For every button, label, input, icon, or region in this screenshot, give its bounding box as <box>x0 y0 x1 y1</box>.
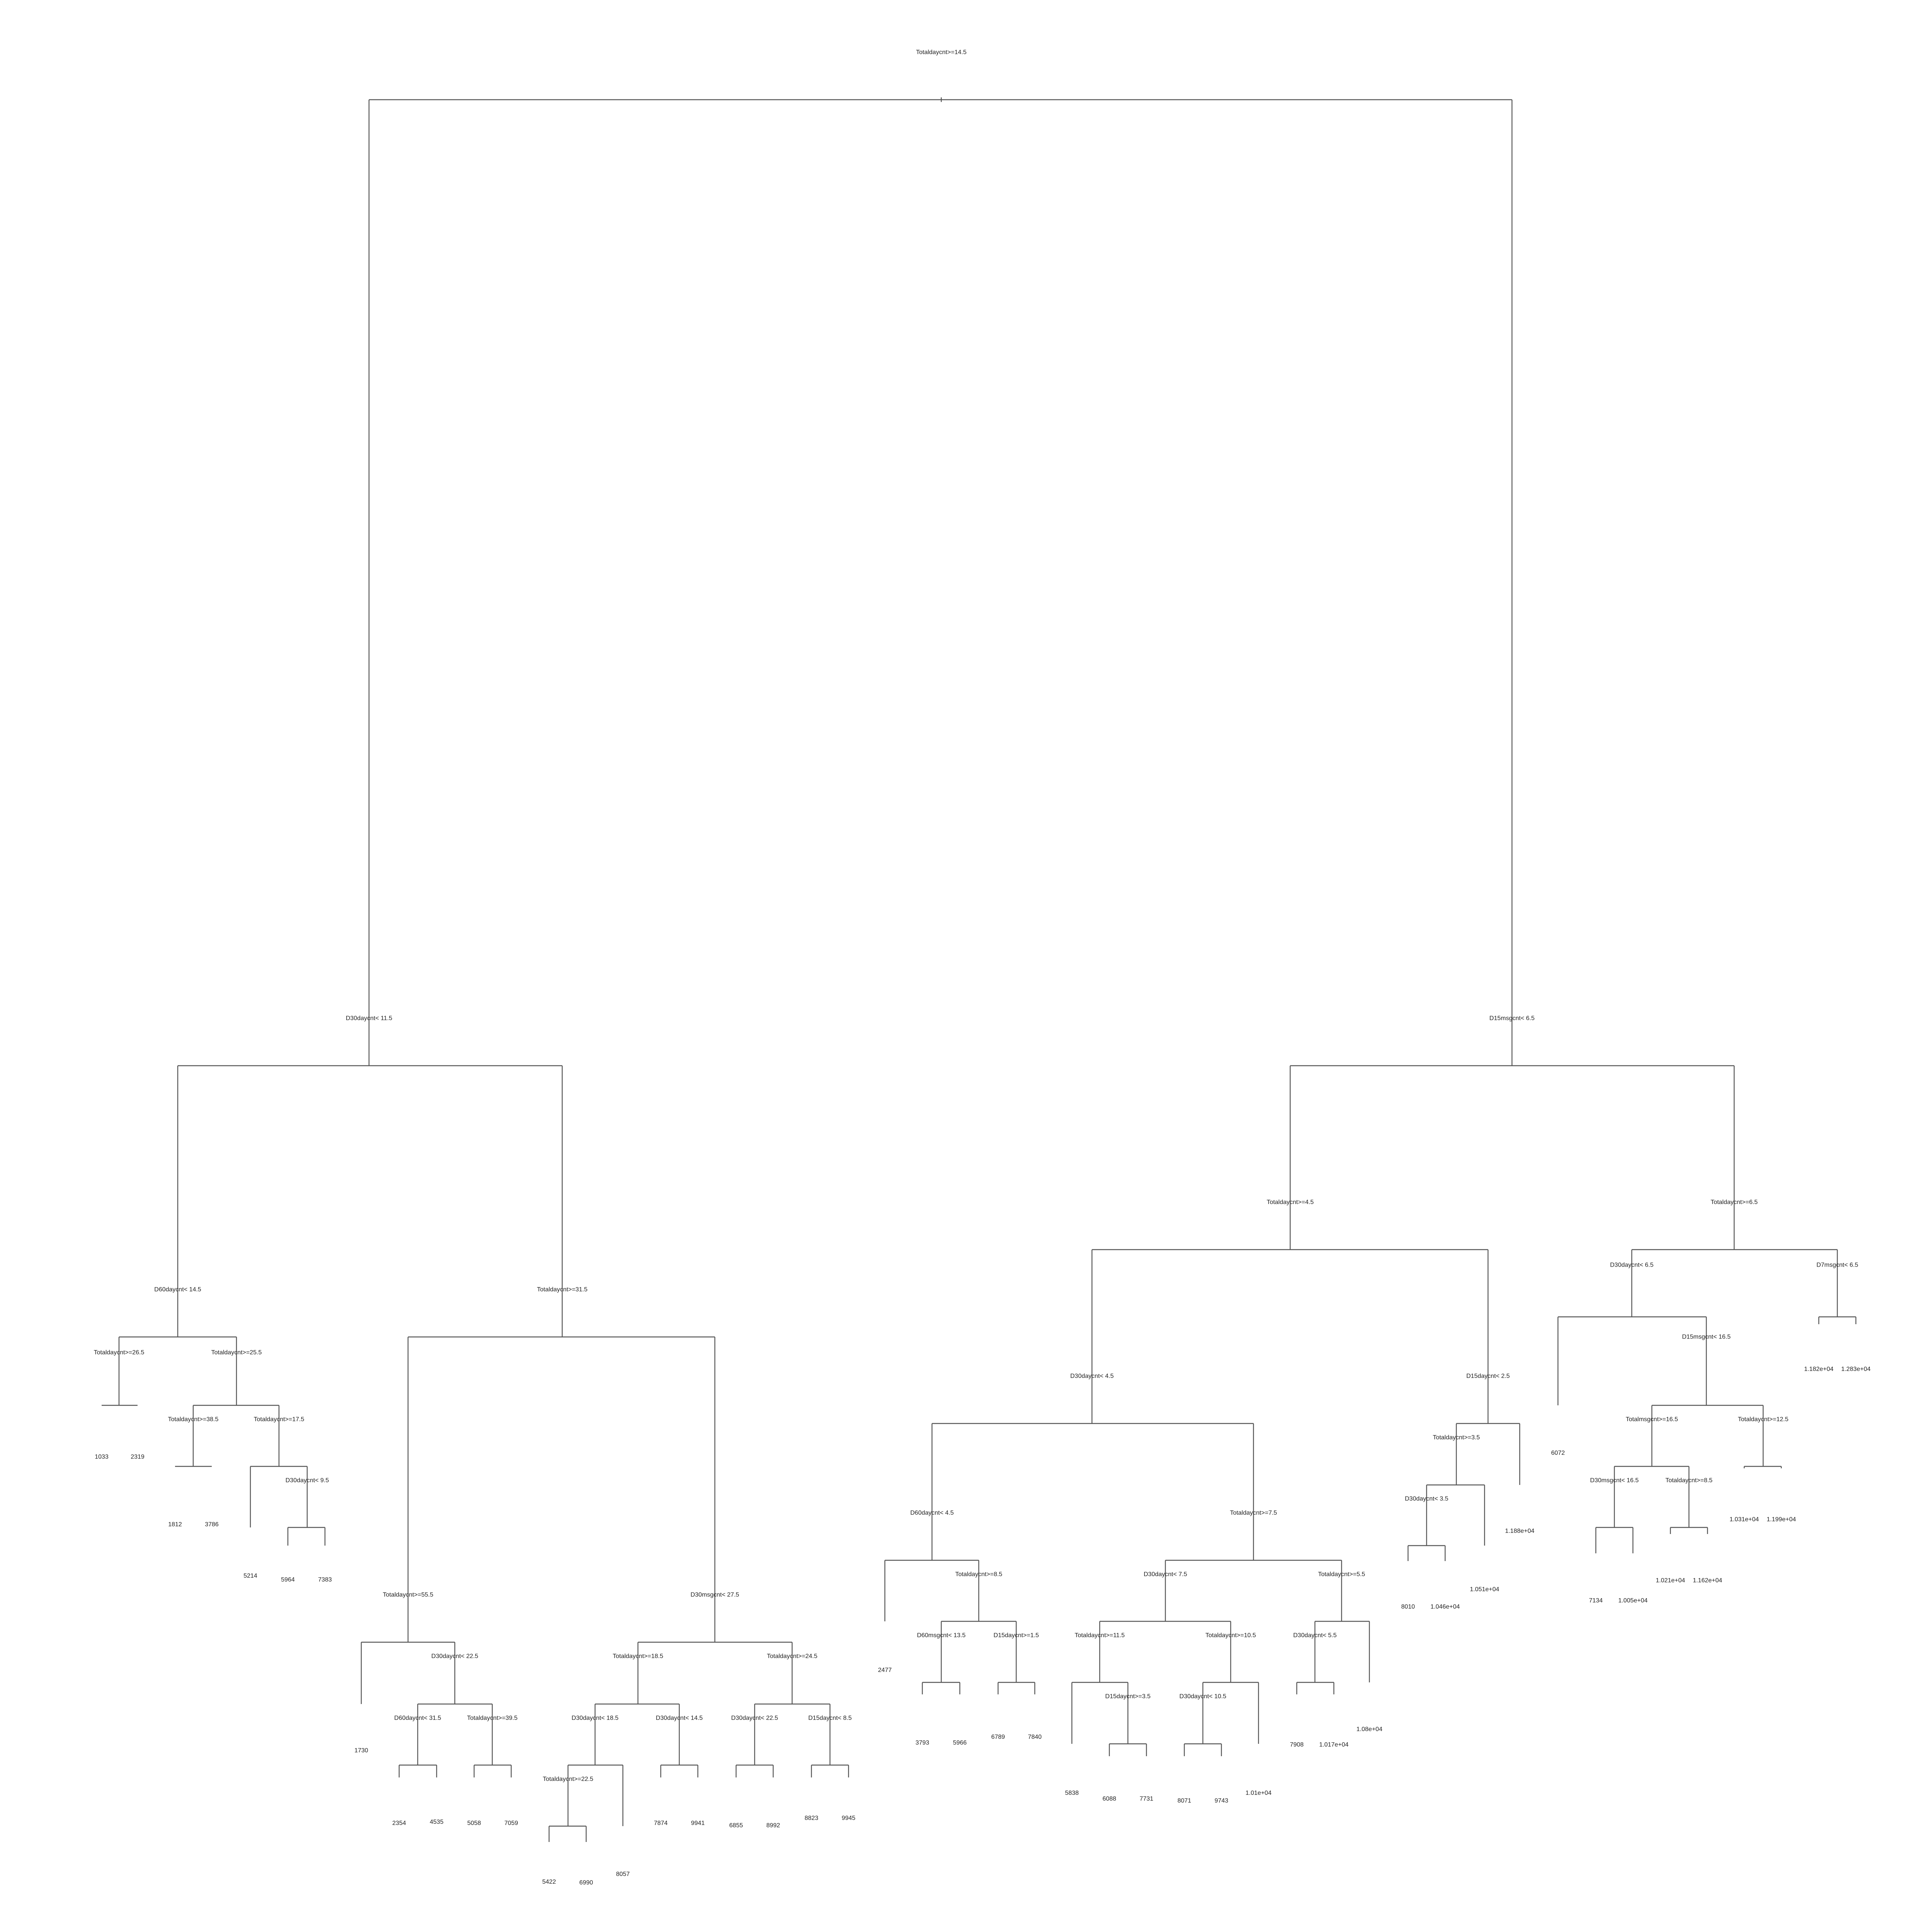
leaf-label-n234: 1.021e+04 <box>1656 1577 1685 1584</box>
leaf-label-n17: 2319 <box>131 1454 145 1460</box>
split-label-n3: D15msgcnt< 6.5 <box>1490 1015 1535 1022</box>
split-label-n47: D15daycnt< 8.5 <box>808 1715 852 1721</box>
split-label-n42: D60daycnt< 31.5 <box>394 1715 441 1721</box>
split-label-n1: Totaldaycnt>=14.5 <box>916 49 967 56</box>
leaf-label-n78: 5964 <box>281 1577 295 1583</box>
leaf-label-n16: 1033 <box>95 1454 109 1460</box>
split-label-n24: D60daycnt< 4.5 <box>910 1510 954 1516</box>
leaf-label-n105: 1.046e+04 <box>1430 1604 1460 1610</box>
split-label-n18: Totaldaycnt>=38.5 <box>168 1416 219 1423</box>
split-label-n29: D15msgcnt< 16.5 <box>1682 1333 1731 1340</box>
leaf-label-n176: 5422 <box>542 1879 556 1885</box>
leaf-label-n405: 9743 <box>1214 1798 1228 1804</box>
split-label-n117: Totaldaycnt>=8.5 <box>1665 1477 1713 1484</box>
leaf-label-n197: 5966 <box>953 1740 967 1746</box>
split-label-n58: Totalmsgcnt>=16.5 <box>1626 1416 1678 1423</box>
leaf-label-n27: 1.188e+04 <box>1505 1528 1534 1534</box>
split-label-n4: D60daycnt< 14.5 <box>154 1286 201 1293</box>
leaf-label-n28: 6072 <box>1551 1450 1565 1456</box>
split-label-n88: Totaldaycnt>=22.5 <box>543 1776 594 1782</box>
leaf-label-n205: 1.017e+04 <box>1319 1742 1349 1748</box>
split-label-n15: D7msgcnt< 6.5 <box>1816 1262 1858 1268</box>
split-label-n51: Totaldaycnt>=5.5 <box>1318 1571 1365 1578</box>
leaf-label-n119: 1.199e+04 <box>1767 1516 1796 1523</box>
split-label-n202: D30daycnt< 10.5 <box>1179 1693 1226 1700</box>
leaf-label-n95: 9945 <box>842 1815 855 1821</box>
split-label-n8: Totaldaycnt>=26.5 <box>94 1349 145 1356</box>
leaf-label-n20: 1730 <box>354 1747 368 1754</box>
leaf-label-n90: 7874 <box>654 1820 668 1827</box>
split-label-n11: D30msgcnt< 27.5 <box>690 1592 739 1598</box>
leaf-label-n84: 2354 <box>392 1820 406 1827</box>
split-label-n26: Totaldaycnt>=3.5 <box>1433 1434 1480 1441</box>
split-label-n25: Totaldaycnt>=7.5 <box>1230 1510 1277 1516</box>
leaf-label-n403: 7731 <box>1139 1796 1153 1802</box>
leaf-label-n79: 7383 <box>318 1577 332 1583</box>
split-label-n23: Totaldaycnt>=24.5 <box>767 1653 818 1660</box>
split-label-n45: D30daycnt< 14.5 <box>656 1715 703 1721</box>
leaf-label-n232: 7134 <box>1589 1597 1603 1604</box>
split-label-n101: Totaldaycnt>=10.5 <box>1206 1632 1256 1639</box>
split-label-n21: D30daycnt< 22.5 <box>431 1653 478 1660</box>
leaf-label-n235: 1.162e+04 <box>1693 1577 1722 1584</box>
split-label-n6: Totaldaycnt>=4.5 <box>1267 1199 1314 1206</box>
leaf-label-n233: 1.005e+04 <box>1618 1597 1648 1604</box>
leaf-label-n48: 2477 <box>878 1667 892 1673</box>
split-label-n43: Totaldaycnt>=39.5 <box>467 1715 518 1721</box>
leaf-label-n118: 1.031e+04 <box>1730 1516 1759 1523</box>
leaf-label-n53: 1.051e+04 <box>1470 1586 1499 1593</box>
split-label-n39: D30daycnt< 9.5 <box>286 1477 329 1484</box>
leaf-label-n85: 4535 <box>430 1819 444 1825</box>
leaf-label-n177: 6990 <box>579 1879 593 1886</box>
split-label-n22: Totaldaycnt>=18.5 <box>613 1653 663 1660</box>
split-label-n14: D30daycnt< 6.5 <box>1610 1262 1654 1268</box>
split-label-n12: D30daycnt< 4.5 <box>1070 1373 1114 1379</box>
split-label-n99: D15daycnt>=1.5 <box>993 1632 1039 1639</box>
leaf-label-n196: 3793 <box>915 1740 929 1746</box>
split-label-n2: D30daycnt< 11.5 <box>346 1015 392 1022</box>
split-label-n10: Totaldaycnt>=55.5 <box>383 1592 434 1598</box>
leaf-label-n200: 5838 <box>1065 1790 1079 1796</box>
leaf-label-n402: 6088 <box>1102 1796 1116 1802</box>
split-label-n102: D30daycnt< 5.5 <box>1293 1632 1337 1639</box>
split-label-n7: Totaldaycnt>=6.5 <box>1711 1199 1758 1206</box>
leaf-label-n199: 7840 <box>1028 1734 1042 1740</box>
split-label-n98: D60msgcnt< 13.5 <box>917 1632 966 1639</box>
leaf-label-n104: 8010 <box>1401 1604 1415 1610</box>
split-label-n13: D15daycnt< 2.5 <box>1466 1373 1510 1379</box>
leaf-label-n198: 6789 <box>991 1734 1005 1740</box>
split-label-n46: D30daycnt< 22.5 <box>731 1715 778 1721</box>
split-label-n50: D30daycnt< 7.5 <box>1144 1571 1187 1578</box>
leaf-label-n30: 1.182e+04 <box>1804 1366 1833 1372</box>
split-label-n49: Totaldaycnt>=8.5 <box>955 1571 1002 1578</box>
split-label-n44: D30daycnt< 18.5 <box>571 1715 619 1721</box>
leaf-label-n404: 8071 <box>1177 1798 1191 1804</box>
leaf-label-n94: 8823 <box>804 1815 818 1821</box>
leaf-label-n87: 7059 <box>504 1820 518 1827</box>
leaf-label-n93: 8992 <box>766 1822 780 1829</box>
split-label-n116: D30msgcnt< 16.5 <box>1590 1477 1639 1484</box>
leaf-label-n86: 5058 <box>467 1820 481 1827</box>
leaf-label-n37: 3786 <box>205 1521 219 1528</box>
split-label-n201: D15daycnt>=3.5 <box>1105 1693 1151 1700</box>
leaf-label-n204: 7908 <box>1290 1742 1304 1748</box>
leaf-label-n203: 1.01e+04 <box>1245 1790 1271 1796</box>
split-label-n100: Totaldaycnt>=11.5 <box>1075 1632 1125 1639</box>
split-label-n59: Totaldaycnt>=12.5 <box>1738 1416 1789 1423</box>
split-label-n52: D30daycnt< 3.5 <box>1405 1496 1449 1502</box>
split-label-n9: Totaldaycnt>=25.5 <box>211 1349 262 1356</box>
split-label-n19: Totaldaycnt>=17.5 <box>254 1416 304 1423</box>
split-label-n5: Totaldaycnt>=31.5 <box>537 1286 588 1293</box>
leaf-label-n103: 1.08e+04 <box>1356 1726 1382 1733</box>
leaf-label-n36: 1812 <box>168 1521 182 1528</box>
leaf-label-n38: 5214 <box>243 1573 257 1579</box>
leaf-label-n91: 9941 <box>691 1820 705 1827</box>
leaf-label-n92: 6855 <box>729 1822 743 1829</box>
leaf-label-n89: 8057 <box>616 1871 630 1878</box>
leaf-label-n31: 1.283e+04 <box>1841 1366 1871 1372</box>
